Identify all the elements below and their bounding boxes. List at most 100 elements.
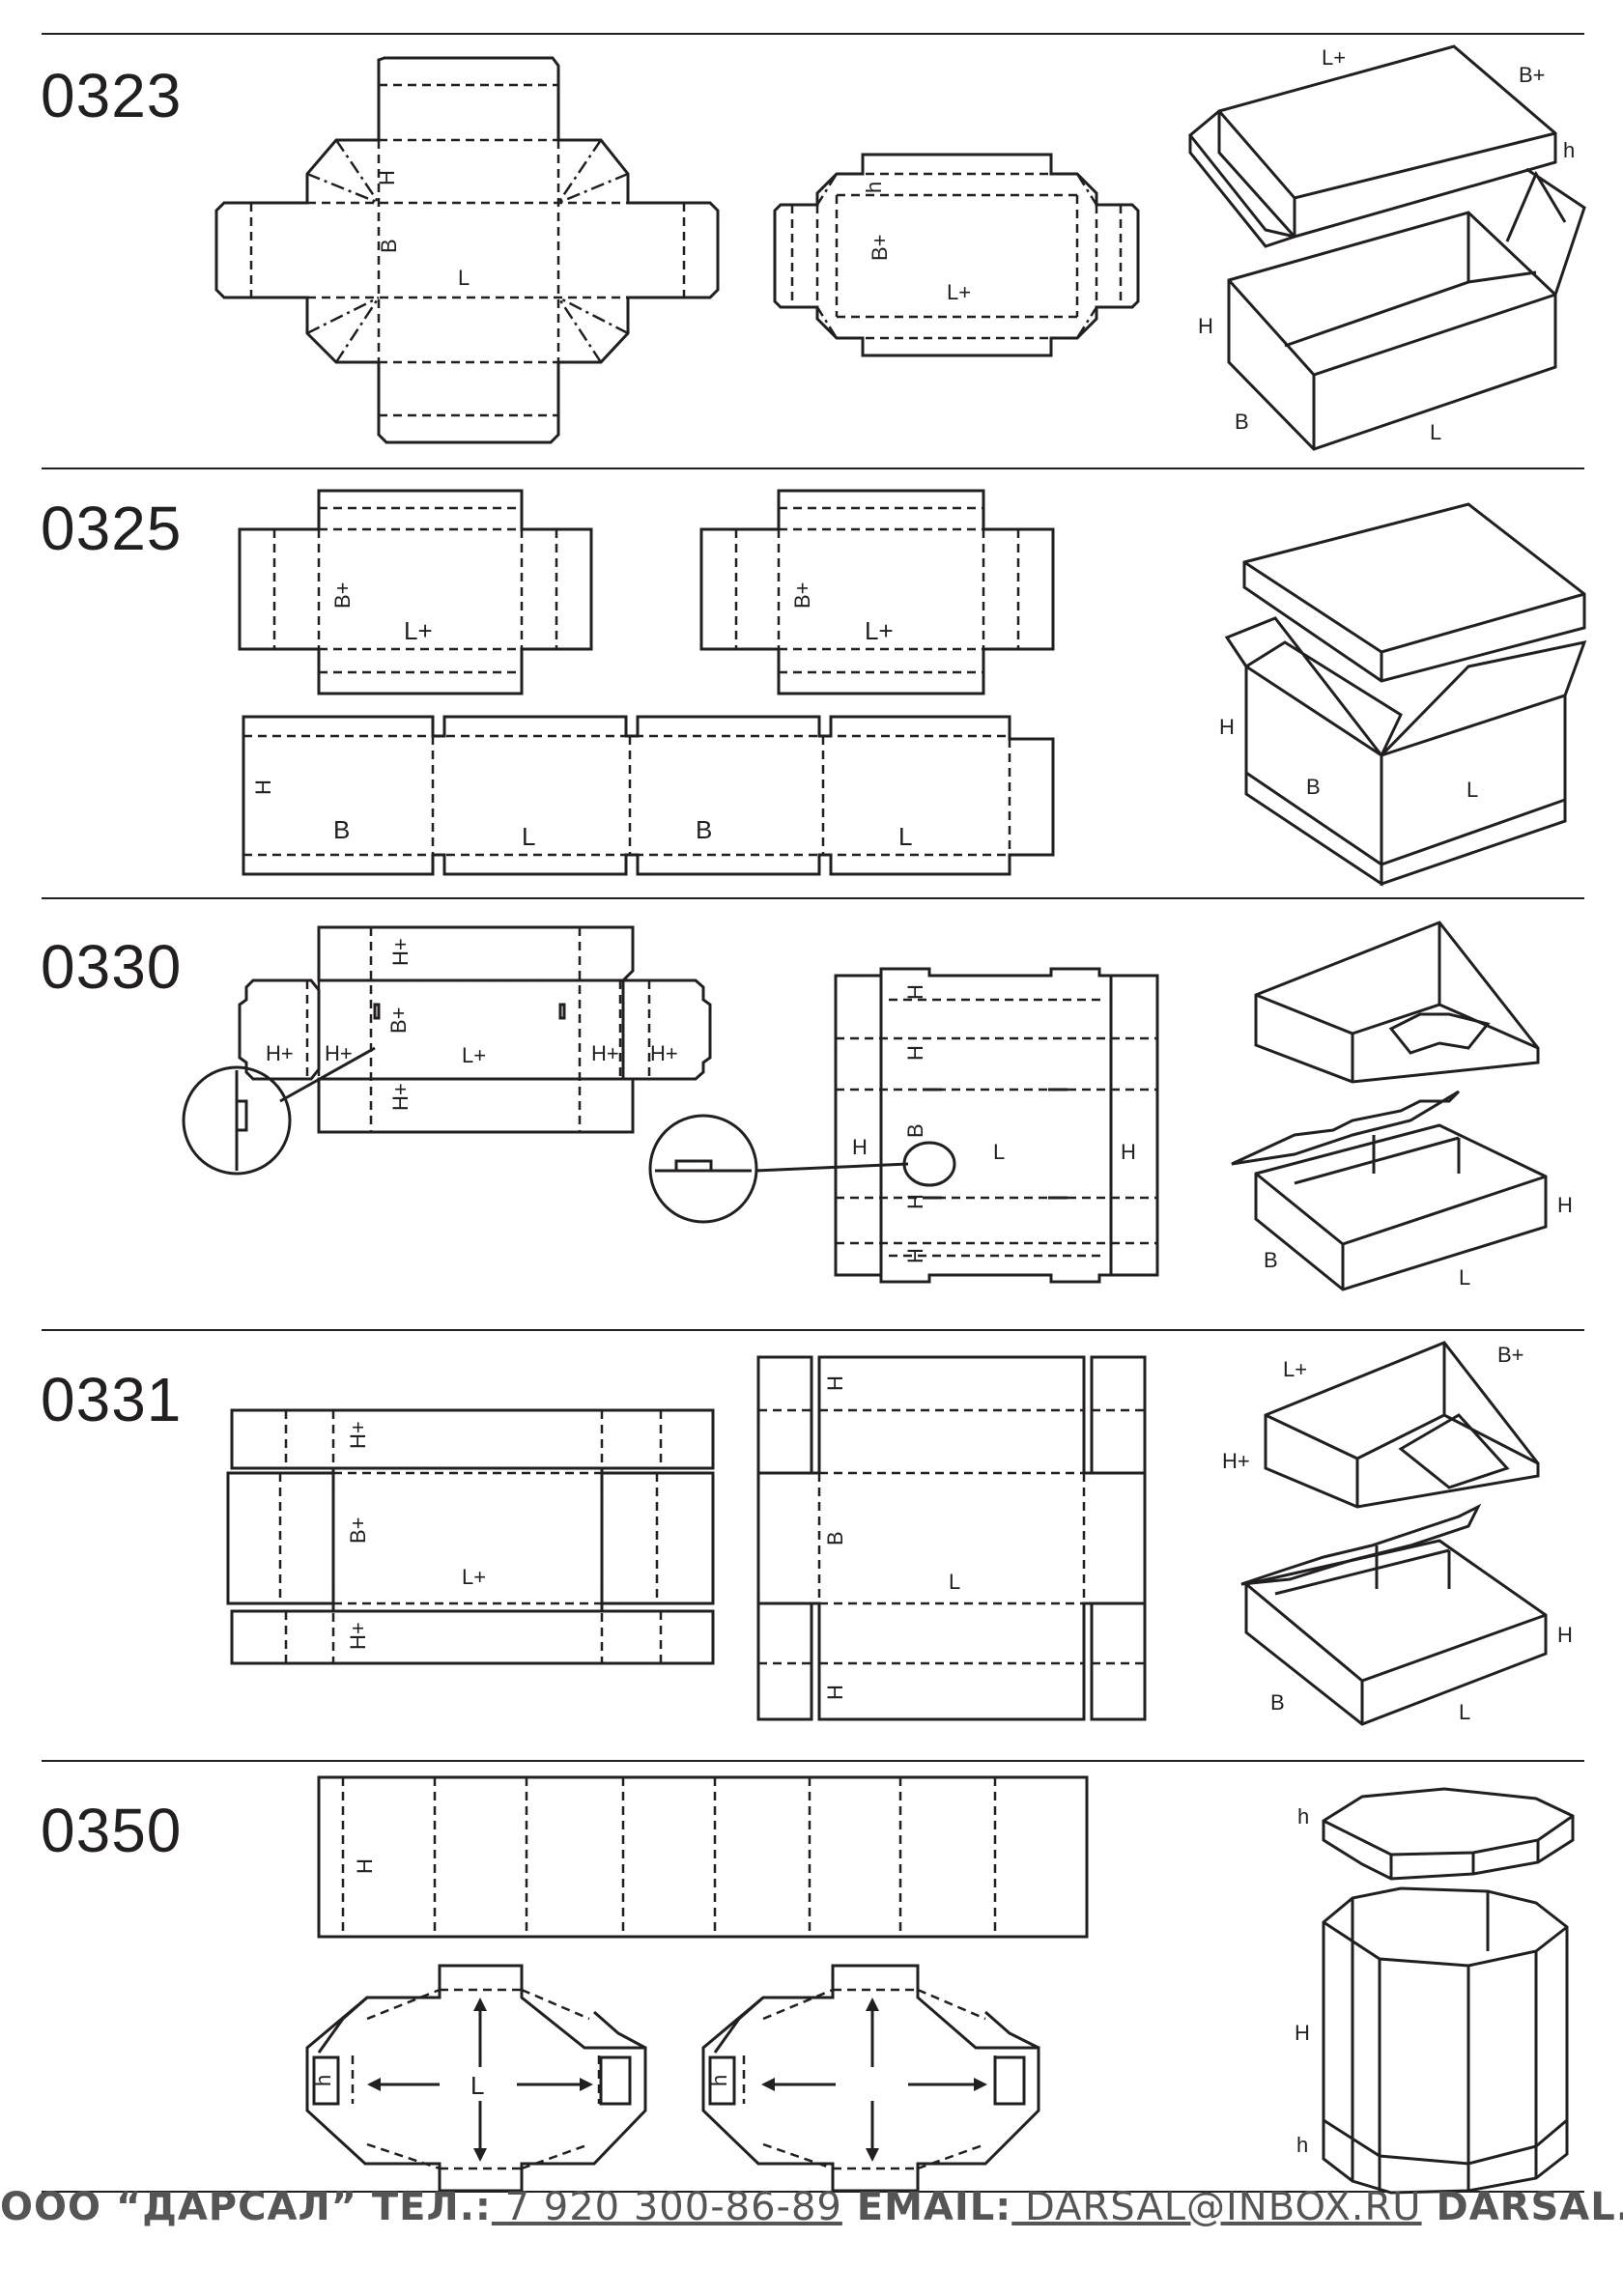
label: h xyxy=(707,2075,731,2086)
label: B xyxy=(903,1123,927,1138)
label: L xyxy=(1459,1700,1470,1724)
label: L xyxy=(949,1570,960,1594)
email-link[interactable]: DARSAL@INBOX.RU xyxy=(1011,2185,1422,2229)
net-0323-base: H B L xyxy=(214,56,720,444)
label: B+ xyxy=(1519,63,1546,87)
label: B xyxy=(823,1531,847,1545)
label: H+ xyxy=(388,1083,413,1111)
section-code: 0325 xyxy=(41,494,183,563)
label: B xyxy=(696,815,712,844)
net-0350-octagon-1: h L xyxy=(305,1964,647,2193)
label: B xyxy=(1306,775,1321,799)
section-divider xyxy=(42,1329,1584,1331)
box-0323-3d: L+ B+ h H B L xyxy=(1187,44,1586,451)
label: H+ xyxy=(591,1041,619,1065)
label: L xyxy=(458,266,470,290)
section-divider xyxy=(42,33,1584,35)
net-0325-lid-1: B+ L+ xyxy=(238,489,593,695)
net-0331-base: H B L H xyxy=(756,1355,1147,1721)
net-0323-lid: h B+ L+ xyxy=(773,153,1140,357)
label: L+ xyxy=(404,616,433,645)
section-code: 0350 xyxy=(41,1796,183,1865)
section-divider xyxy=(42,1760,1584,1762)
label: H+ xyxy=(388,938,413,966)
label: h xyxy=(862,182,886,193)
label: h xyxy=(311,2075,335,2086)
label: H xyxy=(1557,1623,1573,1647)
net-0325-band: H B L B L xyxy=(242,715,1055,876)
section-code: 0323 xyxy=(41,61,183,130)
label: H xyxy=(1219,715,1235,739)
section-divider xyxy=(42,468,1584,469)
section-divider xyxy=(42,2191,1584,2193)
label: H xyxy=(903,1045,927,1061)
net-0330-lid: H+ B+ L+ H+ H+ H+ H+ H+ xyxy=(182,925,712,1176)
label: H xyxy=(852,1135,868,1159)
net-0330-base: H H B H H L H H xyxy=(648,967,1159,1284)
company-name: ООО “ДАРСАЛ” ТЕЛ.: xyxy=(0,2185,492,2229)
label: B+ xyxy=(386,1006,411,1034)
label: h xyxy=(1563,138,1575,162)
label: L+ xyxy=(947,280,971,304)
label: H xyxy=(353,1858,377,1874)
label: H xyxy=(1295,2021,1310,2045)
label: B xyxy=(1264,1248,1278,1272)
section-code: 0331 xyxy=(41,1365,183,1434)
label: H+ xyxy=(1222,1449,1250,1473)
label: L xyxy=(1466,778,1478,802)
label: B+ xyxy=(346,1516,370,1544)
label: L xyxy=(1430,420,1441,444)
label: H+ xyxy=(325,1041,353,1065)
label: L xyxy=(993,1140,1005,1164)
label: H xyxy=(903,984,927,1000)
label: H xyxy=(903,1248,927,1263)
label: H+ xyxy=(346,1421,370,1449)
label: B+ xyxy=(330,581,355,609)
label: L xyxy=(522,822,535,851)
label: L+ xyxy=(1283,1357,1307,1381)
label: H xyxy=(251,780,275,795)
label: L+ xyxy=(865,616,894,645)
label: H xyxy=(823,1685,847,1700)
label: H xyxy=(1198,314,1213,338)
label: B+ xyxy=(1497,1343,1524,1367)
box-0330-3d: B L H xyxy=(1231,921,1573,1291)
box-0350-3d: h H h xyxy=(1295,1787,1575,2195)
label: H xyxy=(823,1375,847,1391)
net-0331-lid: H+ B+ L+ H+ xyxy=(226,1408,715,1665)
label: L xyxy=(898,822,912,851)
label: h xyxy=(1296,2133,1308,2157)
label: L xyxy=(470,2071,484,2100)
label: L xyxy=(1459,1265,1470,1290)
label: H+ xyxy=(650,1041,678,1065)
phone-link[interactable]: 7 920 300-86-89 xyxy=(491,2185,842,2229)
box-0325-3d: H B L xyxy=(1219,502,1587,887)
label: B xyxy=(1270,1690,1285,1715)
label: H xyxy=(903,1194,927,1209)
site-link[interactable]: DARSAL.RU xyxy=(1436,2185,1623,2229)
section-code: 0330 xyxy=(41,932,183,1002)
section-divider xyxy=(42,897,1584,899)
label: L+ xyxy=(462,1565,486,1589)
label: H+ xyxy=(346,1622,370,1650)
label: H xyxy=(375,170,399,185)
box-0331-3d: L+ B+ H+ B L H xyxy=(1222,1341,1573,1726)
label: H xyxy=(1121,1140,1136,1164)
email-label: EMAIL: xyxy=(841,2185,1012,2229)
label: L+ xyxy=(1322,45,1346,70)
label: h xyxy=(1297,1804,1309,1828)
label: L+ xyxy=(462,1043,486,1067)
net-0325-lid-2: B+ L+ xyxy=(699,489,1055,695)
label: B xyxy=(333,815,350,844)
label: H+ xyxy=(266,1041,294,1065)
label: H xyxy=(1557,1193,1573,1217)
label: B xyxy=(1235,410,1249,434)
label: B+ xyxy=(868,234,892,261)
label: B+ xyxy=(790,581,814,609)
label: B xyxy=(377,239,401,253)
net-0350-band: H xyxy=(317,1775,1089,1939)
net-0350-octagon-2: h xyxy=(701,1964,1040,2193)
footer-contacts: ООО “ДАРСАЛ” ТЕЛ.: 7 920 300-86-89 EMAIL… xyxy=(0,2185,1623,2229)
